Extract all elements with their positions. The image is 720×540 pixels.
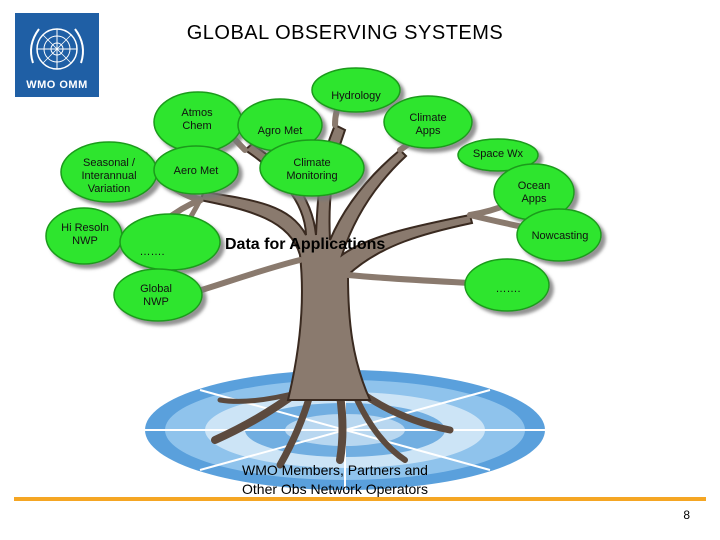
slide-title: GLOBAL OBSERVING SYSTEMS [186,22,504,44]
leaf-nowcasting [516,208,602,262]
leaf-global-nwp [113,268,203,322]
leaf-dots-left [119,213,221,271]
leaf-aero-met [153,145,239,195]
wmo-logo: WMO OMM [15,13,99,97]
label-agro-met: Agro Met [257,125,303,137]
members-caption: WMO Members, Partners and Other Obs Netw… [195,461,475,499]
un-emblem-icon [30,28,84,70]
label-hydrology: Hydrology [331,90,381,102]
label-nowcasting: Nowcasting [531,230,589,242]
leaf-dots-right [464,258,550,312]
logo-text: WMO OMM [26,79,88,91]
foliage [45,67,602,322]
leaf-space-wx [457,138,539,172]
leaf-climate-monitoring [259,139,365,197]
label-dots-left: ……. [139,246,165,258]
leaf-hydrology [311,67,401,113]
label-space-wx: Space Wx [472,148,524,160]
footer-rule [14,497,706,501]
members-caption-line2: Other Obs Network Operators [242,481,428,497]
label-aero-met: Aero Met [173,165,219,177]
label-dots-right: ……. [495,283,521,295]
page-number: 8 [683,508,690,522]
data-for-applications-label: Data for Applications [225,236,386,253]
members-caption-line1: WMO Members, Partners and [242,462,428,478]
leaf-climate-apps [383,95,473,149]
